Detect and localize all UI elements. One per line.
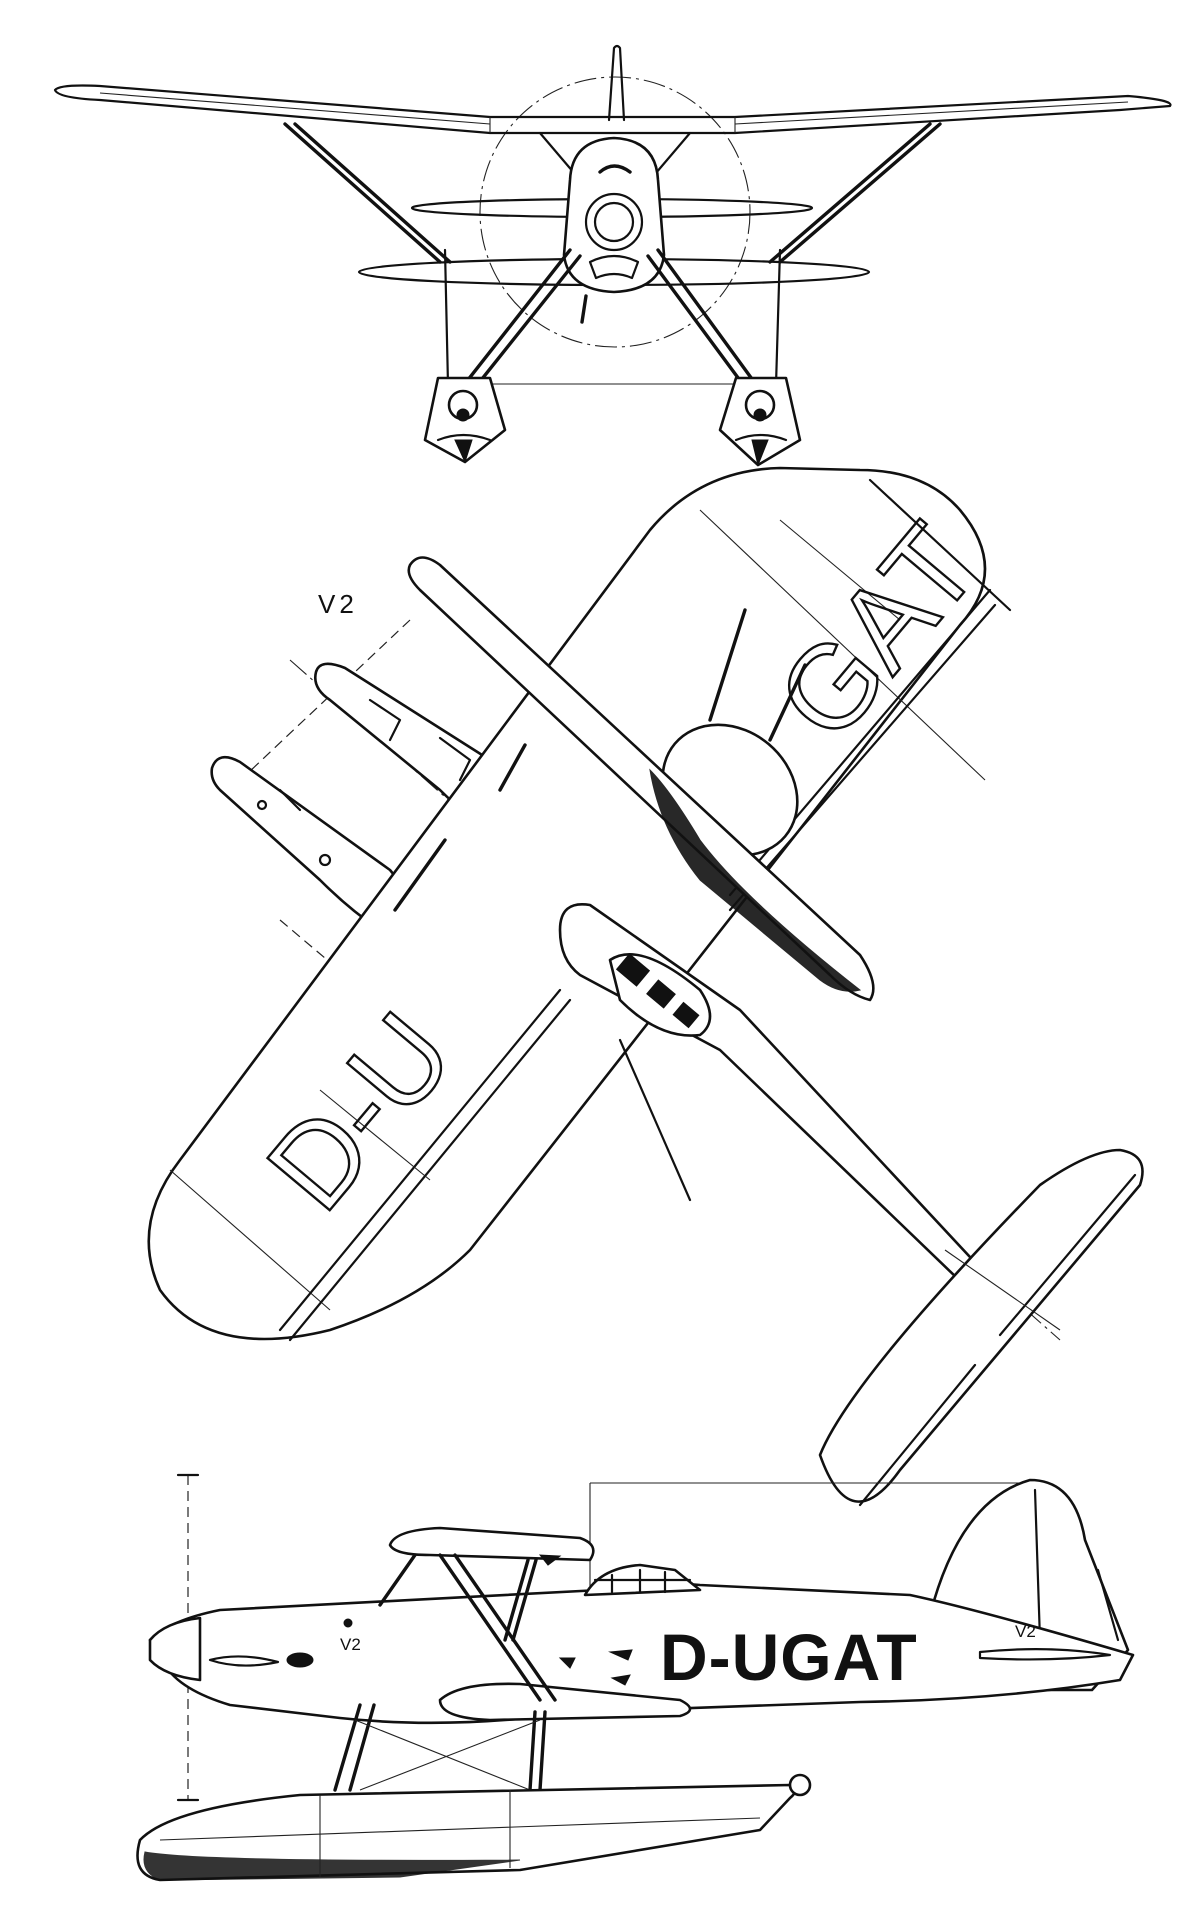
side-nose-label: V2 bbox=[340, 1635, 361, 1654]
front-view bbox=[53, 44, 1172, 467]
fuselage-front bbox=[562, 136, 666, 294]
side-struts bbox=[333, 1553, 557, 1792]
spinner-front bbox=[584, 192, 644, 252]
side-registration: D-UGAT bbox=[660, 1620, 918, 1694]
side-canopy bbox=[583, 1563, 702, 1597]
float-struts bbox=[443, 248, 782, 396]
plan-tailplane bbox=[818, 1148, 1144, 1503]
side-tail-label: V2 bbox=[1015, 1622, 1036, 1641]
upper-wing bbox=[53, 84, 1172, 135]
plan-prototype-label: V2 bbox=[318, 589, 358, 619]
side-float bbox=[136, 1773, 812, 1882]
plan-canopy bbox=[608, 952, 712, 1037]
fin-front bbox=[607, 44, 626, 122]
plan-upper-wing bbox=[407, 556, 875, 1002]
side-view: D-UGAT V2 V2 bbox=[136, 1473, 1135, 1882]
plan-view: V2 GAT D- bbox=[147, 466, 1144, 1507]
side-upper-wing bbox=[388, 1526, 595, 1562]
propeller-disc bbox=[479, 76, 751, 348]
float-left-front bbox=[423, 376, 507, 464]
side-spinner bbox=[148, 1616, 202, 1682]
side-lower-wing bbox=[438, 1682, 692, 1722]
float-right-front bbox=[718, 376, 802, 467]
